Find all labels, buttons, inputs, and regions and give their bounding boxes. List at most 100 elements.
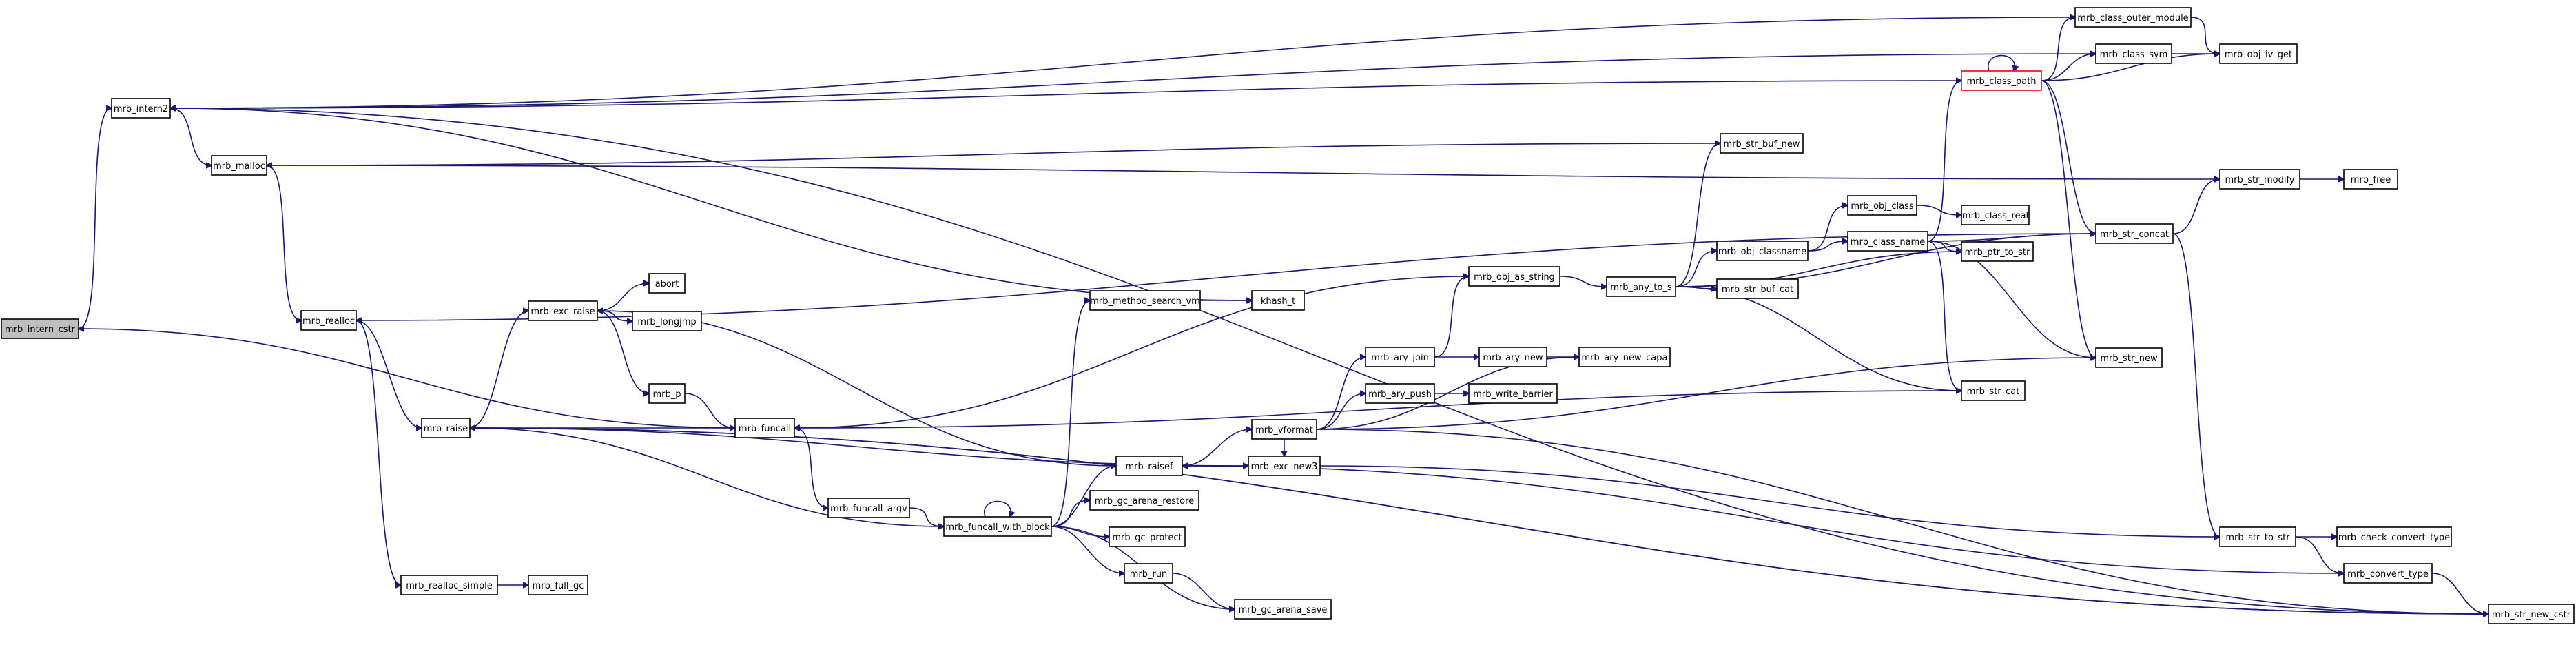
node-mrb_exc_new3[interactable]: mrb_exc_new3	[1248, 456, 1321, 476]
node-mrb_obj_classname[interactable]: mrb_obj_classname	[1716, 241, 1809, 261]
node-mrb_realloc[interactable]: mrb_realloc	[300, 310, 357, 331]
node-box	[648, 383, 686, 404]
node-mrb_str_to_str[interactable]: mrb_str_to_str	[2219, 526, 2296, 547]
node-box	[734, 418, 795, 438]
node-mrb_gc_protect[interactable]: mrb_gc_protect	[1109, 526, 1186, 547]
edge-mrb_class_path-to-mrb_class_outer_module	[2041, 17, 2075, 81]
node-mrb_run[interactable]: mrb_run	[1124, 563, 1173, 584]
node-mrb_gc_arena_save[interactable]: mrb_gc_arena_save	[1234, 599, 1332, 620]
edge-mrb_exc_new3-to-mrb_str_to_str	[1319, 465, 2220, 537]
node-box	[2343, 563, 2433, 584]
node-mrb_class_path[interactable]: mrb_class_path	[1961, 70, 2042, 91]
node-mrb_class_sym[interactable]: mrb_class_sym	[2095, 43, 2172, 64]
node-mrb_full_gc[interactable]: mrb_full_gc	[528, 575, 588, 595]
node-label: mrb_full_gc	[533, 581, 584, 591]
node-mrb_malloc[interactable]: mrb_malloc	[211, 155, 267, 176]
node-box	[528, 575, 588, 595]
node-box	[1606, 276, 1676, 297]
edge-mrb_obj_class-to-mrb_class_real	[1916, 205, 1961, 215]
edge-mrb_str_concat-to-mrb_realloc	[356, 233, 2096, 320]
node-mrb_write_barrier[interactable]: mrb_write_barrier	[1468, 383, 1558, 404]
node-mrb_vformat[interactable]: mrb_vformat	[1251, 419, 1317, 440]
node-mrb_str_buf_new[interactable]: mrb_str_buf_new	[1720, 133, 1804, 154]
node-box	[1578, 347, 1671, 367]
node-mrb_obj_as_string[interactable]: mrb_obj_as_string	[1468, 266, 1560, 287]
node-mrb_ary_new_capa[interactable]: mrb_ary_new_capa	[1578, 347, 1671, 367]
node-box	[2343, 169, 2398, 190]
node-label: mrb_ary_new_capa	[1582, 353, 1668, 363]
node-mrb_funcall_argv[interactable]: mrb_funcall_argv	[827, 498, 910, 518]
node-abort[interactable]: abort	[648, 273, 686, 294]
node-label: mrb_realloc_simple	[406, 581, 493, 591]
node-box	[2095, 223, 2174, 244]
node-mrb_any_to_s[interactable]: mrb_any_to_s	[1606, 276, 1676, 297]
node-mrb_realloc_simple[interactable]: mrb_realloc_simple	[400, 575, 498, 595]
node-mrb_longjmp[interactable]: mrb_longjmp	[632, 311, 702, 331]
node-mrb_class_real[interactable]: mrb_class_real	[1961, 205, 2030, 225]
node-mrb_str_cat[interactable]: mrb_str_cat	[1961, 380, 2026, 401]
node-mrb_class_name[interactable]: mrb_class_name	[1847, 231, 1928, 252]
node-box	[1248, 456, 1321, 476]
edge-mrb_str_cat-to-mrb_funcall	[794, 390, 1962, 428]
node-mrb_intern_cstr[interactable]: mrb_intern_cstr	[1, 318, 79, 339]
node-box	[1478, 347, 1547, 367]
node-box	[1124, 563, 1173, 584]
node-box	[2336, 526, 2452, 547]
edge-mrb_class_outer_module-to-mrb_intern2	[170, 17, 2076, 108]
node-mrb_raisef[interactable]: mrb_raisef	[1115, 456, 1183, 476]
node-label: mrb_str_new	[2100, 354, 2158, 364]
node-mrb_gc_arena_restore[interactable]: mrb_gc_arena_restore	[1089, 490, 1199, 511]
node-label: mrb_ptr_to_str	[1965, 247, 2030, 258]
edge-mrb_intern2-to-mrb_malloc	[169, 108, 212, 165]
node-mrb_obj_iv_get[interactable]: mrb_obj_iv_get	[2219, 43, 2298, 64]
node-mrb_method_search_vm[interactable]: mrb_method_search_vm	[1089, 290, 1201, 311]
node-mrb_exc_raise[interactable]: mrb_exc_raise	[528, 300, 598, 321]
edge-mrb_funcall_with_block-to-mrb_run	[1051, 526, 1124, 573]
node-mrb_str_new_cstr[interactable]: mrb_str_new_cstr	[2488, 604, 2575, 624]
edge-mrb_obj_as_string-to-mrb_funcall	[794, 276, 1470, 428]
node-mrb_convert_type[interactable]: mrb_convert_type	[2343, 563, 2433, 584]
edge-mrb_run-to-mrb_gc_arena_save	[1172, 573, 1235, 609]
edge-mrb_class_path-to-mrb_str_concat	[2041, 80, 2096, 234]
edge-mrb_class_path-to-mrb_class_path	[1988, 54, 2015, 72]
node-label: mrb_gc_arena_restore	[1095, 496, 1194, 507]
node-box	[1115, 456, 1183, 476]
edge-mrb_raise-to-mrb_exc_new3	[469, 427, 1248, 466]
node-mrb_ary_push[interactable]: mrb_ary_push	[1365, 383, 1435, 404]
node-mrb_ptr_to_str[interactable]: mrb_ptr_to_str	[1961, 241, 2034, 262]
node-mrb_check_convert_type[interactable]: mrb_check_convert_type	[2336, 526, 2452, 547]
edge-mrb_obj_as_string-to-mrb_any_to_s	[1559, 276, 1607, 287]
edge-mrb_obj_classname-to-mrb_obj_class	[1807, 205, 1848, 252]
node-mrb_p[interactable]: mrb_p	[648, 383, 686, 404]
node-label: mrb_funcall_with_block	[945, 522, 1050, 533]
node-label: mrb_raise	[424, 424, 468, 434]
node-label: mrb_obj_classname	[1718, 247, 1806, 257]
node-mrb_str_concat[interactable]: mrb_str_concat	[2095, 223, 2174, 244]
edges-layer	[79, 17, 2489, 614]
node-box	[2074, 7, 2192, 28]
node-box	[211, 155, 267, 176]
node-khash_t[interactable]: khash_t	[1251, 290, 1305, 311]
node-label: mrb_ary_push	[1368, 389, 1432, 400]
node-mrb_funcall[interactable]: mrb_funcall	[734, 418, 795, 438]
edge-mrb_funcall_with_block-to-mrb_gc_arena_restore	[1051, 500, 1090, 527]
node-mrb_intern2[interactable]: mrb_intern2	[111, 98, 171, 119]
node-label: mrb_funcall	[739, 424, 791, 434]
node-mrb_str_buf_cat[interactable]: mrb_str_buf_cat	[1716, 278, 1799, 299]
node-mrb_free[interactable]: mrb_free	[2343, 169, 2398, 190]
node-label: mrb_str_new_cstr	[2492, 610, 2571, 620]
node-label: khash_t	[1261, 296, 1295, 307]
node-mrb_str_new[interactable]: mrb_str_new	[2095, 347, 2163, 368]
node-mrb_obj_class[interactable]: mrb_obj_class	[1847, 195, 1917, 216]
node-mrb_class_outer_module[interactable]: mrb_class_outer_module	[2074, 7, 2192, 28]
node-mrb_raise[interactable]: mrb_raise	[421, 418, 471, 438]
node-mrb_ary_join[interactable]: mrb_ary_join	[1365, 347, 1435, 367]
node-label: abort	[655, 279, 679, 289]
node-mrb_funcall_with_block[interactable]: mrb_funcall_with_block	[943, 516, 1052, 537]
node-mrb_ary_new[interactable]: mrb_ary_new	[1478, 347, 1547, 367]
node-box	[1720, 133, 1804, 154]
edge-mrb_funcall-to-mrb_intern_cstr	[79, 329, 736, 429]
node-box	[648, 273, 686, 294]
node-mrb_str_modify[interactable]: mrb_str_modify	[2219, 169, 2300, 190]
